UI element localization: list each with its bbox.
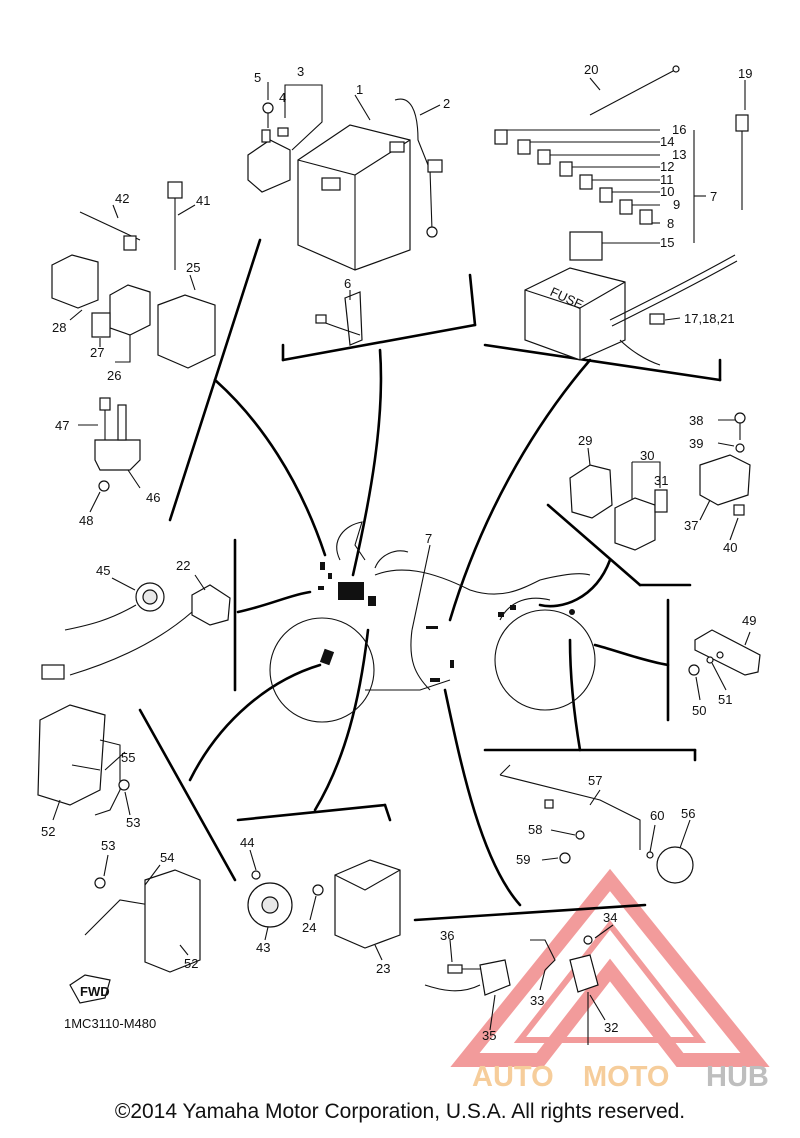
- callout-50: 50: [692, 703, 706, 718]
- watermark-logo: AUTO MOTO HUB: [450, 868, 770, 1093]
- callout-14: 14: [660, 134, 674, 149]
- callout-46: 46: [146, 490, 160, 505]
- callout-30: 30: [640, 448, 654, 463]
- copyright-footer: ©2014 Yamaha Motor Corporation, U.S.A. A…: [114, 1100, 686, 1123]
- horn-ecu-group: [247, 859, 401, 949]
- callout-27: 27: [90, 345, 104, 360]
- watermark-auto: AUTO: [472, 1061, 554, 1093]
- relay-group-left: [51, 181, 216, 492]
- callout-39: 39: [689, 436, 703, 451]
- callout-41: 41: [196, 193, 210, 208]
- callout-4: 4: [279, 90, 286, 105]
- callout-3: 3: [297, 64, 304, 79]
- fwd-label: FWD: [80, 984, 110, 999]
- callout-20: 20: [584, 62, 598, 77]
- callout-11: 11: [660, 172, 674, 187]
- callout-55: 55: [121, 750, 135, 765]
- callout-36: 36: [440, 928, 454, 943]
- callout-42: 42: [115, 191, 129, 206]
- callout-33: 33: [530, 993, 544, 1008]
- motorcycle-outline: [269, 521, 596, 723]
- callout-51: 51: [718, 692, 732, 707]
- callout-15: 15: [660, 235, 674, 250]
- socket-group: [41, 582, 231, 680]
- callout-8: 8: [667, 216, 674, 231]
- callout-17-18-21: 17,18,21: [684, 311, 735, 326]
- callout-37: 37: [684, 518, 698, 533]
- callout-25: 25: [186, 260, 200, 275]
- watermark-hub: HUB: [706, 1061, 769, 1093]
- callout-28: 28: [52, 320, 66, 335]
- callout-47: 47: [55, 418, 69, 433]
- callout-7: 7: [710, 189, 717, 204]
- reflector-group: FWD: [37, 704, 201, 1004]
- callout-31: 31: [654, 473, 668, 488]
- callout-7-center: 7: [425, 531, 432, 546]
- watermark-moto: MOTO: [583, 1061, 669, 1093]
- callout-43: 43: [256, 940, 270, 955]
- callout-59: 59: [516, 852, 530, 867]
- relay-group-right: [569, 412, 751, 551]
- callout-57: 57: [588, 773, 602, 788]
- callout-numbers: 1 2 3 4 5 6 7 8 9 10 11 12 13 14 15 16 1…: [41, 62, 756, 1043]
- plate-group: [688, 629, 761, 676]
- callout-leaders: [52, 77, 751, 1031]
- callout-29: 29: [578, 433, 592, 448]
- callout-52b: 52: [184, 956, 198, 971]
- callout-5: 5: [254, 70, 261, 85]
- callout-2: 2: [443, 96, 450, 111]
- callout-45: 45: [96, 563, 110, 578]
- callout-40: 40: [723, 540, 737, 555]
- fuse-box-group: FUSE: [494, 65, 749, 366]
- callout-1: 1: [356, 82, 363, 97]
- bracket-group: [499, 764, 694, 884]
- callout-38: 38: [689, 413, 703, 428]
- pointer-lines: [188, 348, 670, 907]
- section-brackets: [138, 238, 722, 922]
- callout-6: 6: [344, 276, 351, 291]
- callout-32: 32: [604, 1020, 618, 1035]
- callout-10: 10: [660, 184, 674, 199]
- diagram-code: 1MC3110-M480: [64, 1016, 157, 1031]
- callout-34: 34: [603, 910, 617, 925]
- callout-9: 9: [673, 197, 680, 212]
- fuse-set: [494, 129, 653, 225]
- callout-56: 56: [681, 806, 695, 821]
- callout-53b: 53: [101, 838, 115, 853]
- fuse-leaders: [507, 129, 706, 244]
- callout-19: 19: [738, 66, 752, 81]
- callout-48: 48: [79, 513, 93, 528]
- callout-52a: 52: [41, 824, 55, 839]
- callout-58: 58: [528, 822, 542, 837]
- callout-24: 24: [302, 920, 316, 935]
- callout-44: 44: [240, 835, 254, 850]
- callout-53a: 53: [126, 815, 140, 830]
- callout-13: 13: [672, 147, 686, 162]
- sensor-group: [424, 935, 599, 1045]
- callout-54: 54: [160, 850, 174, 865]
- battery-group: [247, 98, 443, 346]
- callout-35: 35: [482, 1028, 496, 1043]
- callout-26: 26: [107, 368, 121, 383]
- callout-60: 60: [650, 808, 664, 823]
- callout-49: 49: [742, 613, 756, 628]
- callout-12: 12: [660, 159, 674, 174]
- callout-16: 16: [672, 122, 686, 137]
- callout-23: 23: [376, 961, 390, 976]
- callout-22: 22: [176, 558, 190, 573]
